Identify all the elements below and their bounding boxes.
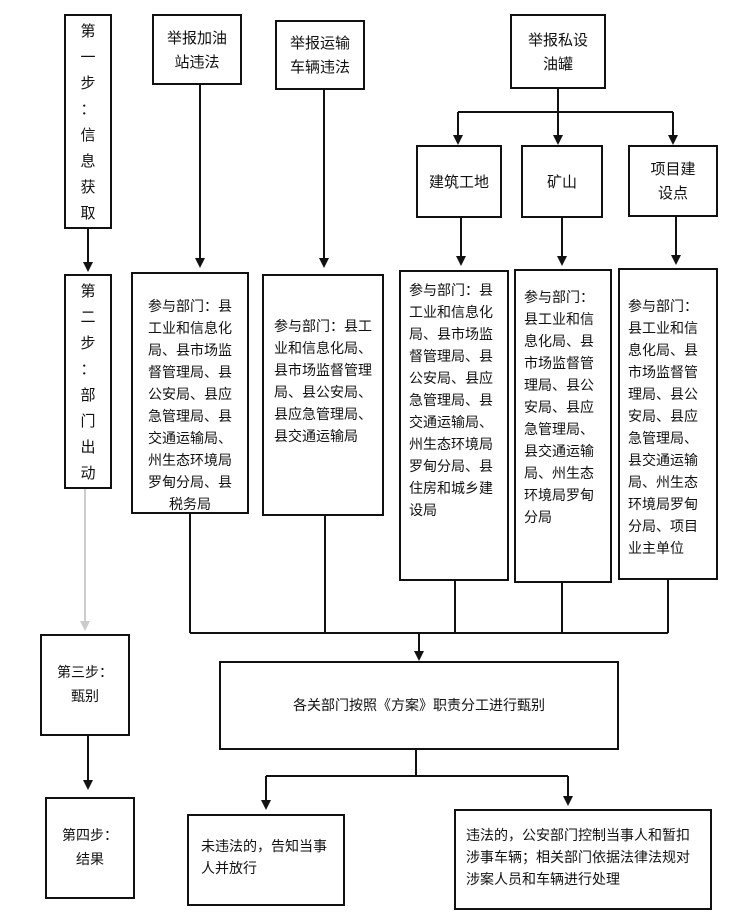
site-project-box: 项目建 设点	[628, 145, 718, 217]
result-no-violation-box: 未违法的，告知当事人并放行	[187, 814, 345, 906]
departments-project-box: 参与部门：县工业和信息化局、县市场监督管理局、县公安局、县应急管理局、县交通运输…	[618, 268, 718, 580]
step4-box: 第四步： 结果	[45, 797, 135, 899]
screening-box: 各关部门按照《方案》职责分工进行甄别	[219, 661, 619, 750]
departments-gas-station-box: 参与部门：县工业和信息化局、县市场监督管理局、县公安局、县应急管理局、县交通运输…	[131, 272, 249, 514]
site-mine-box: 矿山	[521, 145, 603, 218]
departments-transport-box: 参与部门：县工业和信息化局、县市场监督管理局、县公安局、县应急管理局、县交通运输…	[262, 274, 384, 516]
result-violation-box: 违法的，公安部门控制当事人和暂扣涉事车辆；相关部门依据法律法规对涉案人员和车辆进…	[454, 809, 712, 910]
report-gas-station-box: 举报加油 站违法	[152, 14, 242, 85]
site-construction-box: 建筑工地	[416, 145, 502, 218]
report-private-tank-box: 举报私设 油罐	[510, 14, 606, 89]
departments-construction-box: 参与部门：县工业和信息化局、县市场监督管理局、县公安局、县应急管理局、县交通运输…	[399, 270, 509, 581]
departments-mine-box: 参与部门：县工业和信息化局、县市场监督管理局、县公安局、县应急管理局、县交通运输…	[514, 269, 612, 583]
step2-box: 第 二 步 ： 部 门 出 动	[64, 274, 112, 489]
step1-box: 第 一 步 ： 信 息 获 取	[64, 14, 112, 229]
step3-box: 第三步： 甄别	[40, 634, 130, 736]
report-transport-box: 举报运输 车辆违法	[275, 20, 365, 90]
